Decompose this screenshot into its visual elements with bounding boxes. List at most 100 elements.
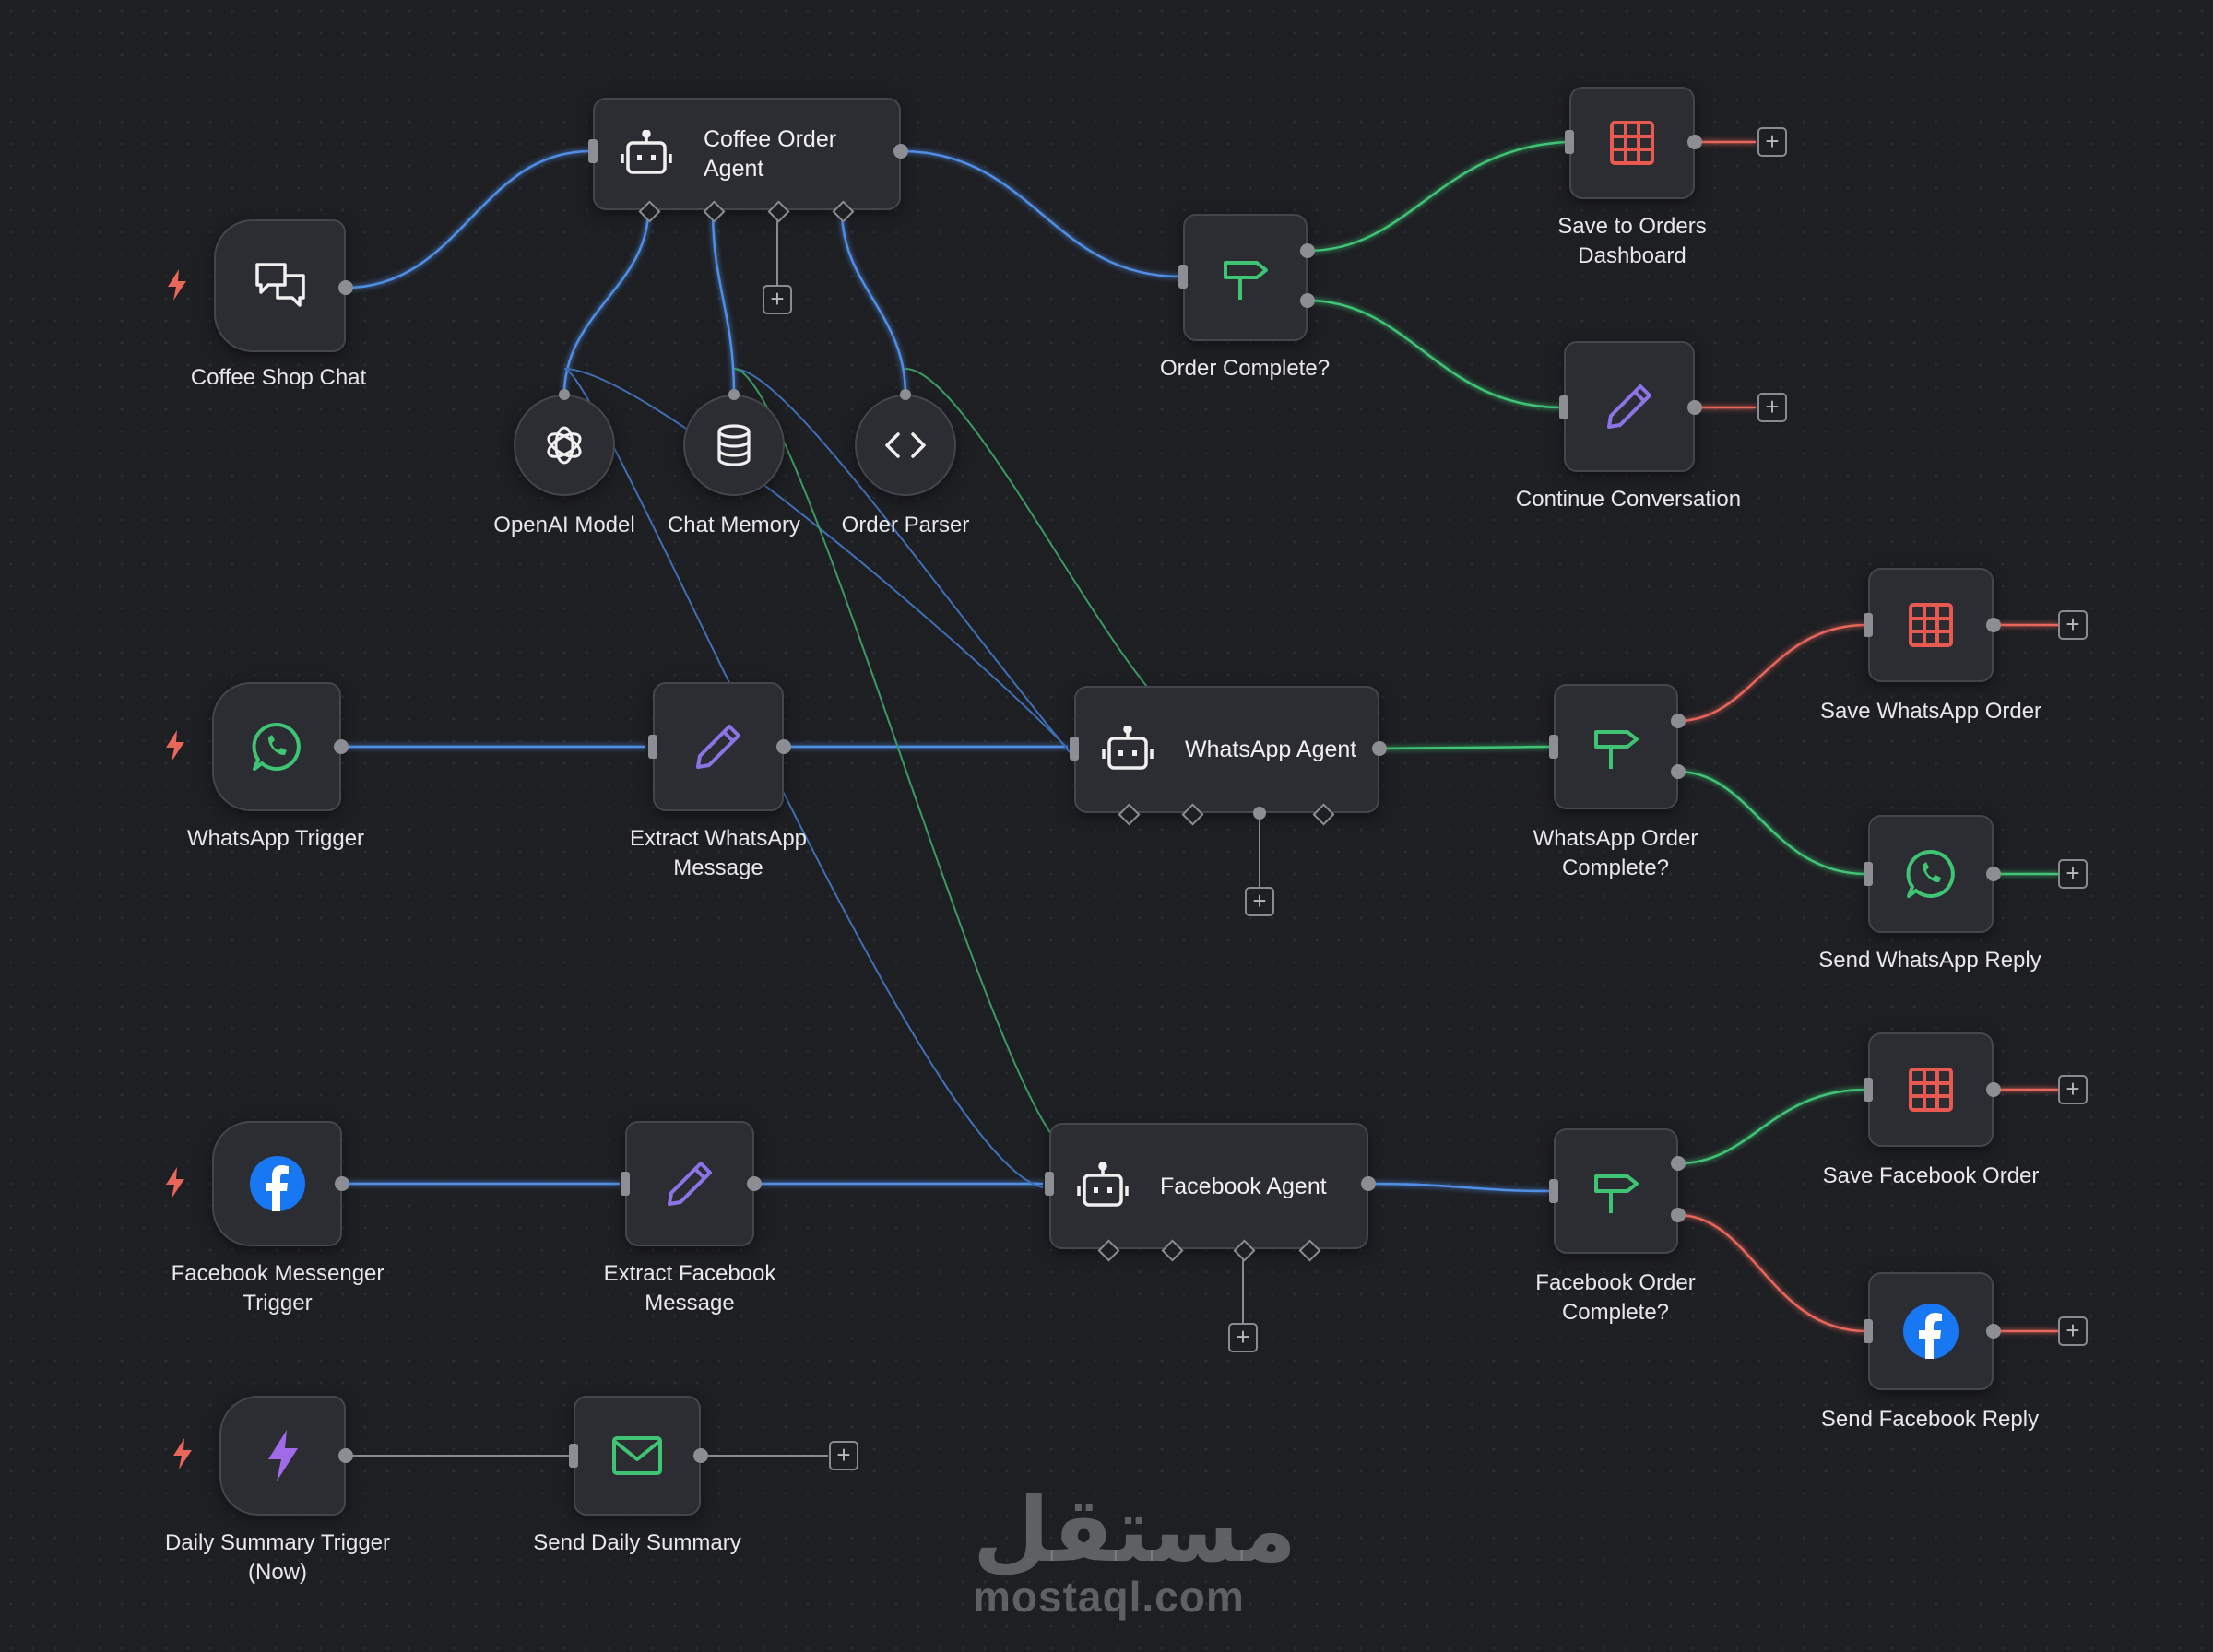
output-port[interactable] (776, 739, 791, 754)
whatsapp-trigger-node[interactable] (212, 682, 341, 811)
output-port[interactable] (1361, 1176, 1376, 1191)
send-whatsapp-reply-node[interactable] (1868, 815, 1994, 933)
wire-agent-to-memory (711, 209, 736, 395)
add-node-button[interactable]: + (2058, 1075, 2088, 1104)
openai-model-node[interactable] (514, 395, 615, 496)
add-node-button[interactable]: + (1757, 393, 1787, 422)
add-node-button[interactable]: + (1757, 127, 1787, 157)
wire-complete-true-save (1307, 140, 1568, 253)
whatsapp-icon (1906, 849, 1955, 898)
input-port[interactable] (1565, 130, 1574, 154)
output-port[interactable] (1986, 867, 2001, 881)
input-port[interactable] (1549, 1179, 1558, 1203)
output-port[interactable] (747, 1176, 762, 1191)
coffee-shop-chat-node[interactable] (214, 219, 346, 352)
output-port[interactable] (1986, 1324, 2001, 1339)
false-output-port[interactable] (1300, 293, 1315, 308)
output-port[interactable] (1687, 400, 1702, 415)
save-facebook-order-node[interactable] (1868, 1032, 1994, 1147)
add-node-button[interactable]: + (2058, 1316, 2088, 1346)
save-whatsapp-order-node[interactable] (1868, 568, 1994, 682)
input-port[interactable] (1178, 265, 1188, 289)
wire-fb-complete-to-reply (1677, 1213, 1867, 1333)
chat-icon (254, 263, 305, 307)
output-port[interactable] (1986, 618, 2001, 632)
output-port[interactable] (893, 144, 908, 159)
input-port[interactable] (1864, 1319, 1873, 1343)
facebook-trigger-node[interactable] (212, 1121, 342, 1246)
input-port[interactable] (588, 139, 598, 163)
whatsapp-trigger-label: WhatsApp Trigger (186, 826, 365, 851)
facebook-order-complete-node[interactable] (1554, 1128, 1678, 1254)
true-output-port[interactable] (1300, 243, 1315, 258)
add-node-button[interactable]: + (2058, 610, 2088, 640)
wire-agent-to-parser (840, 209, 907, 395)
order-parser-label: Order Parser (841, 513, 970, 537)
whatsapp-agent-node[interactable]: WhatsApp Agent (1074, 686, 1379, 813)
add-tool-button[interactable]: + (1245, 887, 1274, 916)
sub-node-port[interactable] (559, 389, 570, 400)
pencil-icon (668, 1162, 712, 1206)
true-output-port[interactable] (1671, 1156, 1686, 1171)
whatsapp-icon (252, 722, 301, 771)
input-port[interactable] (1559, 395, 1568, 419)
output-port[interactable] (334, 739, 349, 754)
add-tool-button[interactable]: + (763, 285, 792, 314)
output-port[interactable] (1687, 135, 1702, 149)
tool-connector[interactable] (1253, 807, 1266, 820)
whatsapp-order-complete-node[interactable] (1554, 684, 1678, 809)
add-tool-button[interactable]: + (1228, 1323, 1258, 1352)
input-port[interactable] (1549, 735, 1558, 759)
wire-agent-to-ordercomplete (900, 149, 1181, 278)
input-port[interactable] (1045, 1172, 1054, 1196)
pencil-icon (1607, 384, 1651, 429)
facebook-agent-node[interactable]: Facebook Agent (1049, 1123, 1368, 1249)
output-port[interactable] (1986, 1082, 2001, 1097)
robot-icon (621, 130, 672, 174)
send-facebook-reply-node[interactable] (1868, 1272, 1994, 1390)
facebook-agent-title: Facebook Agent (1160, 1173, 1327, 1199)
add-node-button[interactable]: + (2058, 859, 2088, 889)
daily-summary-trigger-label: Daily Summary Trigger (Now) (164, 1530, 391, 1585)
add-node-button[interactable]: + (829, 1441, 858, 1470)
false-output-port[interactable] (1671, 1208, 1686, 1222)
order-parser-node[interactable] (855, 395, 956, 496)
continue-conversation-node[interactable] (1564, 341, 1695, 472)
sub-node-port[interactable] (728, 389, 740, 400)
signpost-icon (1223, 261, 1268, 300)
chat-memory-node[interactable] (683, 395, 785, 496)
extract-facebook-node[interactable] (625, 1121, 754, 1246)
whatsapp-agent-title: WhatsApp Agent (1185, 737, 1357, 762)
save-to-orders-node[interactable] (1569, 87, 1695, 199)
whatsapp-order-complete-label: WhatsApp Order Complete? (1533, 826, 1698, 880)
table-icon (1909, 603, 1953, 647)
watermark-latin: mostaql.com (973, 1573, 1245, 1621)
input-port[interactable] (569, 1444, 578, 1468)
output-port[interactable] (338, 280, 353, 295)
input-port[interactable] (648, 735, 657, 759)
trigger-bolt-icon (173, 1438, 192, 1469)
input-port[interactable] (1864, 1078, 1873, 1102)
order-complete-node[interactable] (1183, 214, 1308, 341)
save-facebook-order-label: Save Facebook Order (1822, 1163, 2040, 1188)
output-port[interactable] (1372, 741, 1387, 756)
wire-agent-to-openai (562, 209, 650, 395)
output-port[interactable] (338, 1448, 353, 1463)
input-port[interactable] (1070, 737, 1079, 761)
input-port[interactable] (621, 1172, 630, 1196)
wire-openai-to-fb-agent (563, 368, 1044, 1188)
output-port[interactable] (693, 1448, 708, 1463)
input-port[interactable] (1864, 613, 1873, 637)
extract-whatsapp-node[interactable] (653, 682, 784, 811)
send-daily-summary-node[interactable] (574, 1396, 701, 1516)
true-output-port[interactable] (1671, 714, 1686, 728)
input-port[interactable] (1864, 862, 1873, 886)
false-output-port[interactable] (1671, 764, 1686, 779)
daily-summary-trigger-node[interactable] (219, 1396, 346, 1516)
output-port[interactable] (335, 1176, 349, 1191)
chat-memory-label: Chat Memory (667, 513, 801, 537)
wire-wa-agent-to-complete (1379, 745, 1550, 750)
sub-node-port[interactable] (900, 389, 911, 400)
coffee-order-agent-node[interactable]: Coffee Order Agent (593, 98, 901, 210)
